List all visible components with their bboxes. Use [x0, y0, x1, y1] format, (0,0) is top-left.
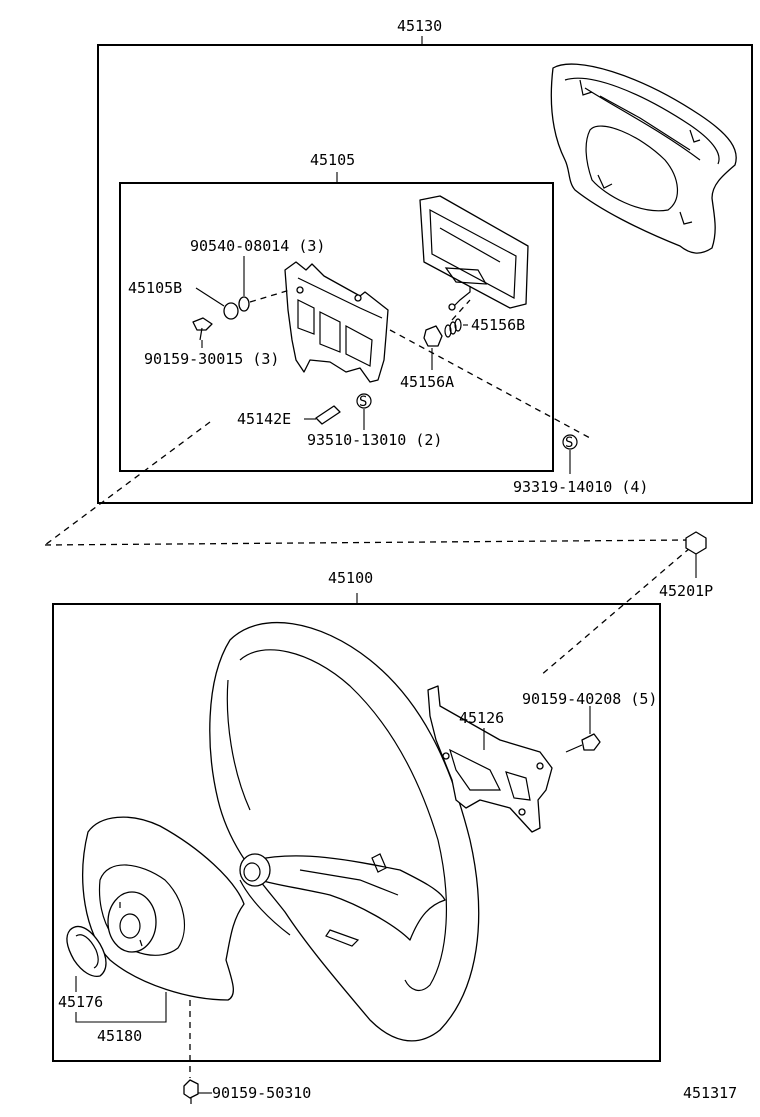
ring-45176 [66, 925, 107, 978]
label-90540: 90540-08014 (3) [190, 237, 325, 255]
s-symbol-2: S [565, 435, 573, 451]
assembly-45130-frame [97, 36, 753, 504]
dash-line-middle [44, 539, 689, 546]
nut-45105B [223, 302, 239, 320]
label-45142E: 45142E [237, 410, 291, 428]
nut-45201P [685, 531, 707, 578]
label-45130: 45130 [397, 17, 442, 35]
s-symbol-1: S [359, 394, 367, 410]
bolt-90159-40208 [565, 733, 601, 753]
screw-90159-30015 [192, 317, 213, 341]
label-45126: 45126 [459, 709, 504, 727]
dash-line-plate [389, 329, 591, 439]
bolt-90159-50310 [183, 1079, 199, 1104]
steering-wheel [209, 621, 480, 1042]
washer-90540 [238, 296, 250, 312]
dash-line-washer [249, 289, 291, 303]
dash-line-plate-upper [451, 299, 471, 321]
label-45156B: 45156B [471, 316, 525, 334]
bracket-45126 [427, 685, 553, 833]
assembly-45105-frame [119, 172, 554, 472]
pad-45180 [82, 816, 245, 1001]
label-93319: 93319-14010 (4) [513, 478, 648, 496]
label-45105B: 45105B [128, 279, 182, 297]
dash-line-left [44, 421, 211, 546]
label-45105: 45105 [310, 151, 355, 169]
horn-contact-plate [419, 195, 529, 311]
diagram-reference-number: 451317 [683, 1084, 737, 1102]
label-45100: 45100 [328, 569, 373, 587]
label-90159-50310: 90159-50310 [212, 1084, 311, 1102]
label-45176: 45176 [58, 993, 103, 1011]
assembly-45100-frame [52, 593, 661, 1062]
leader-45180 [75, 992, 167, 1023]
spring-45156B [444, 318, 462, 338]
insulator-45156A [423, 325, 443, 347]
horn-bracket [284, 261, 389, 383]
label-90159-40208: 90159-40208 (5) [522, 690, 657, 708]
label-93510: 93510-13010 (2) [307, 431, 442, 449]
s-mark-93319: S [562, 434, 578, 451]
pin-45142E [315, 405, 341, 425]
s-mark-93510: S [356, 393, 372, 410]
dash-line-right [539, 547, 691, 677]
leader-45105B [195, 287, 225, 307]
label-45201P: 45201P [659, 582, 713, 600]
label-45180: 45180 [97, 1027, 142, 1045]
label-90159-30015: 90159-30015 (3) [144, 350, 279, 368]
label-45156A: 45156A [400, 373, 454, 391]
pad-cover-part [550, 63, 737, 254]
